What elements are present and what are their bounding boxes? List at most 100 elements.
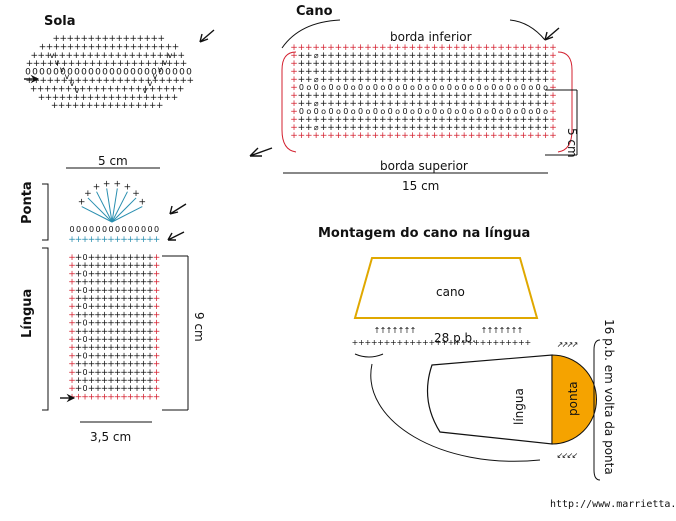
sola-stitch: + bbox=[138, 76, 146, 86]
cano-stitch: o bbox=[469, 83, 474, 92]
cano-stitch: + bbox=[549, 107, 557, 117]
lingua-stitch: + bbox=[127, 278, 135, 288]
cano-stitch: 0 bbox=[373, 107, 378, 116]
cano-stitch: + bbox=[320, 99, 328, 109]
lingua-stitch: + bbox=[81, 376, 89, 386]
sola-stitch: + bbox=[86, 51, 94, 61]
lingua-stitch: + bbox=[153, 319, 161, 329]
lingua-stitch: + bbox=[107, 392, 115, 402]
cano-stitch: + bbox=[542, 99, 550, 109]
lingua-stitch: + bbox=[94, 269, 102, 279]
sola-stitch: + bbox=[137, 34, 145, 44]
sola-stitch: + bbox=[163, 84, 171, 94]
assembly-pb-stitch: + bbox=[480, 338, 487, 347]
cano-stitch: + bbox=[394, 75, 402, 85]
cano-stitch: 0 bbox=[402, 83, 407, 92]
cano-stitch: + bbox=[379, 131, 387, 141]
lingua-stitch: + bbox=[120, 360, 128, 370]
cano-stitch: + bbox=[549, 43, 557, 53]
sola-stitch: 0 bbox=[46, 68, 52, 78]
lingua-stitch: + bbox=[140, 384, 148, 394]
lingua-stitch: + bbox=[146, 278, 154, 288]
sola-stitch: + bbox=[109, 42, 117, 52]
lingua-stitch: + bbox=[120, 376, 128, 386]
sola-stitch: + bbox=[26, 76, 34, 86]
assembly-arrow-up: ↑ bbox=[380, 326, 387, 335]
cano-stitch: + bbox=[468, 115, 476, 125]
lingua-stitch: + bbox=[107, 310, 115, 320]
ponta-chain: 0 bbox=[89, 225, 94, 234]
assembly-arrow-up: ↑ bbox=[487, 326, 494, 335]
cano-stitch: + bbox=[468, 59, 476, 69]
cano-stitch: o bbox=[321, 107, 326, 116]
lingua-stitch: + bbox=[114, 319, 122, 329]
sola-stitch: + bbox=[100, 101, 108, 111]
lingua-stitch: + bbox=[153, 302, 161, 312]
sola-stitch: + bbox=[164, 93, 172, 103]
lingua-stitch: + bbox=[153, 376, 161, 386]
sola-stitch: + bbox=[135, 101, 143, 111]
cano-stitch: + bbox=[409, 51, 417, 61]
cano-stitch: + bbox=[431, 51, 439, 61]
lingua-stitch: + bbox=[88, 351, 96, 361]
cano-stitch: + bbox=[534, 115, 542, 125]
cano-stitch: 0 bbox=[417, 83, 422, 92]
ponta-arrow-2 bbox=[167, 231, 185, 241]
cano-stitch: + bbox=[490, 59, 498, 69]
assembly-pb-stitch: + bbox=[409, 338, 416, 347]
sola-stitch: + bbox=[33, 76, 41, 86]
cano-stitch: + bbox=[453, 115, 461, 125]
cano-stitch: o bbox=[514, 107, 519, 116]
sola-stitch: + bbox=[67, 42, 75, 52]
sola-stitch: + bbox=[73, 93, 81, 103]
cano-stitch: o bbox=[469, 107, 474, 116]
lingua-stitch: + bbox=[75, 376, 83, 386]
sola-stitch: + bbox=[74, 34, 82, 44]
lingua-stitch: + bbox=[101, 392, 109, 402]
lingua-stitch: + bbox=[68, 319, 76, 329]
lingua-stitch: + bbox=[153, 278, 161, 288]
sola-stitch: + bbox=[33, 59, 41, 69]
cano-stitch: + bbox=[298, 67, 306, 77]
sola-stitch: + bbox=[93, 51, 101, 61]
lingua-stitch: + bbox=[153, 261, 161, 271]
cano-stitch: + bbox=[342, 131, 350, 141]
cano-stitch: + bbox=[460, 131, 468, 141]
cano-stitch: + bbox=[483, 131, 491, 141]
lingua-stitch: 0 bbox=[82, 368, 87, 377]
cano-stitch: o bbox=[454, 83, 459, 92]
assembly-side-arrow: ↗ bbox=[557, 340, 564, 349]
cano-stitch: + bbox=[335, 115, 343, 125]
cano-stitch: + bbox=[394, 115, 402, 125]
assembly-arrow-up: ↑ bbox=[374, 326, 381, 335]
cano-stitch: 0 bbox=[506, 83, 511, 92]
lingua-stitch: + bbox=[127, 261, 135, 271]
cano-stitch: + bbox=[379, 59, 387, 69]
cano-stitch: + bbox=[460, 99, 468, 109]
sola-stitch: + bbox=[114, 51, 122, 61]
sola-stitch: 0 bbox=[53, 68, 59, 78]
cano-stitch: + bbox=[394, 59, 402, 69]
sola-stitch: + bbox=[156, 101, 164, 111]
lingua-stitch: + bbox=[153, 269, 161, 279]
cano-stitch: + bbox=[475, 67, 483, 77]
cano-stitch: + bbox=[438, 99, 446, 109]
lingua-stitch: + bbox=[114, 360, 122, 370]
sola-stitch: + bbox=[40, 76, 48, 86]
sola-stitch: + bbox=[80, 93, 88, 103]
cano-stitch: + bbox=[409, 67, 417, 77]
cano-stitch: + bbox=[342, 75, 350, 85]
assembly-arrow-up: ↑ bbox=[398, 326, 405, 335]
cano-stitch: + bbox=[534, 75, 542, 85]
cano-stitch: + bbox=[298, 51, 306, 61]
cano-stitch: + bbox=[298, 43, 306, 53]
cano-stitch: + bbox=[438, 51, 446, 61]
sola-increase: v bbox=[148, 79, 153, 88]
cano-stitch: + bbox=[468, 67, 476, 77]
lingua-stitch: + bbox=[153, 335, 161, 345]
cano-stitch: o bbox=[380, 107, 385, 116]
sola-stitch: + bbox=[150, 93, 158, 103]
lingua-stitch: + bbox=[75, 319, 83, 329]
cano-stitch: + bbox=[386, 115, 394, 125]
